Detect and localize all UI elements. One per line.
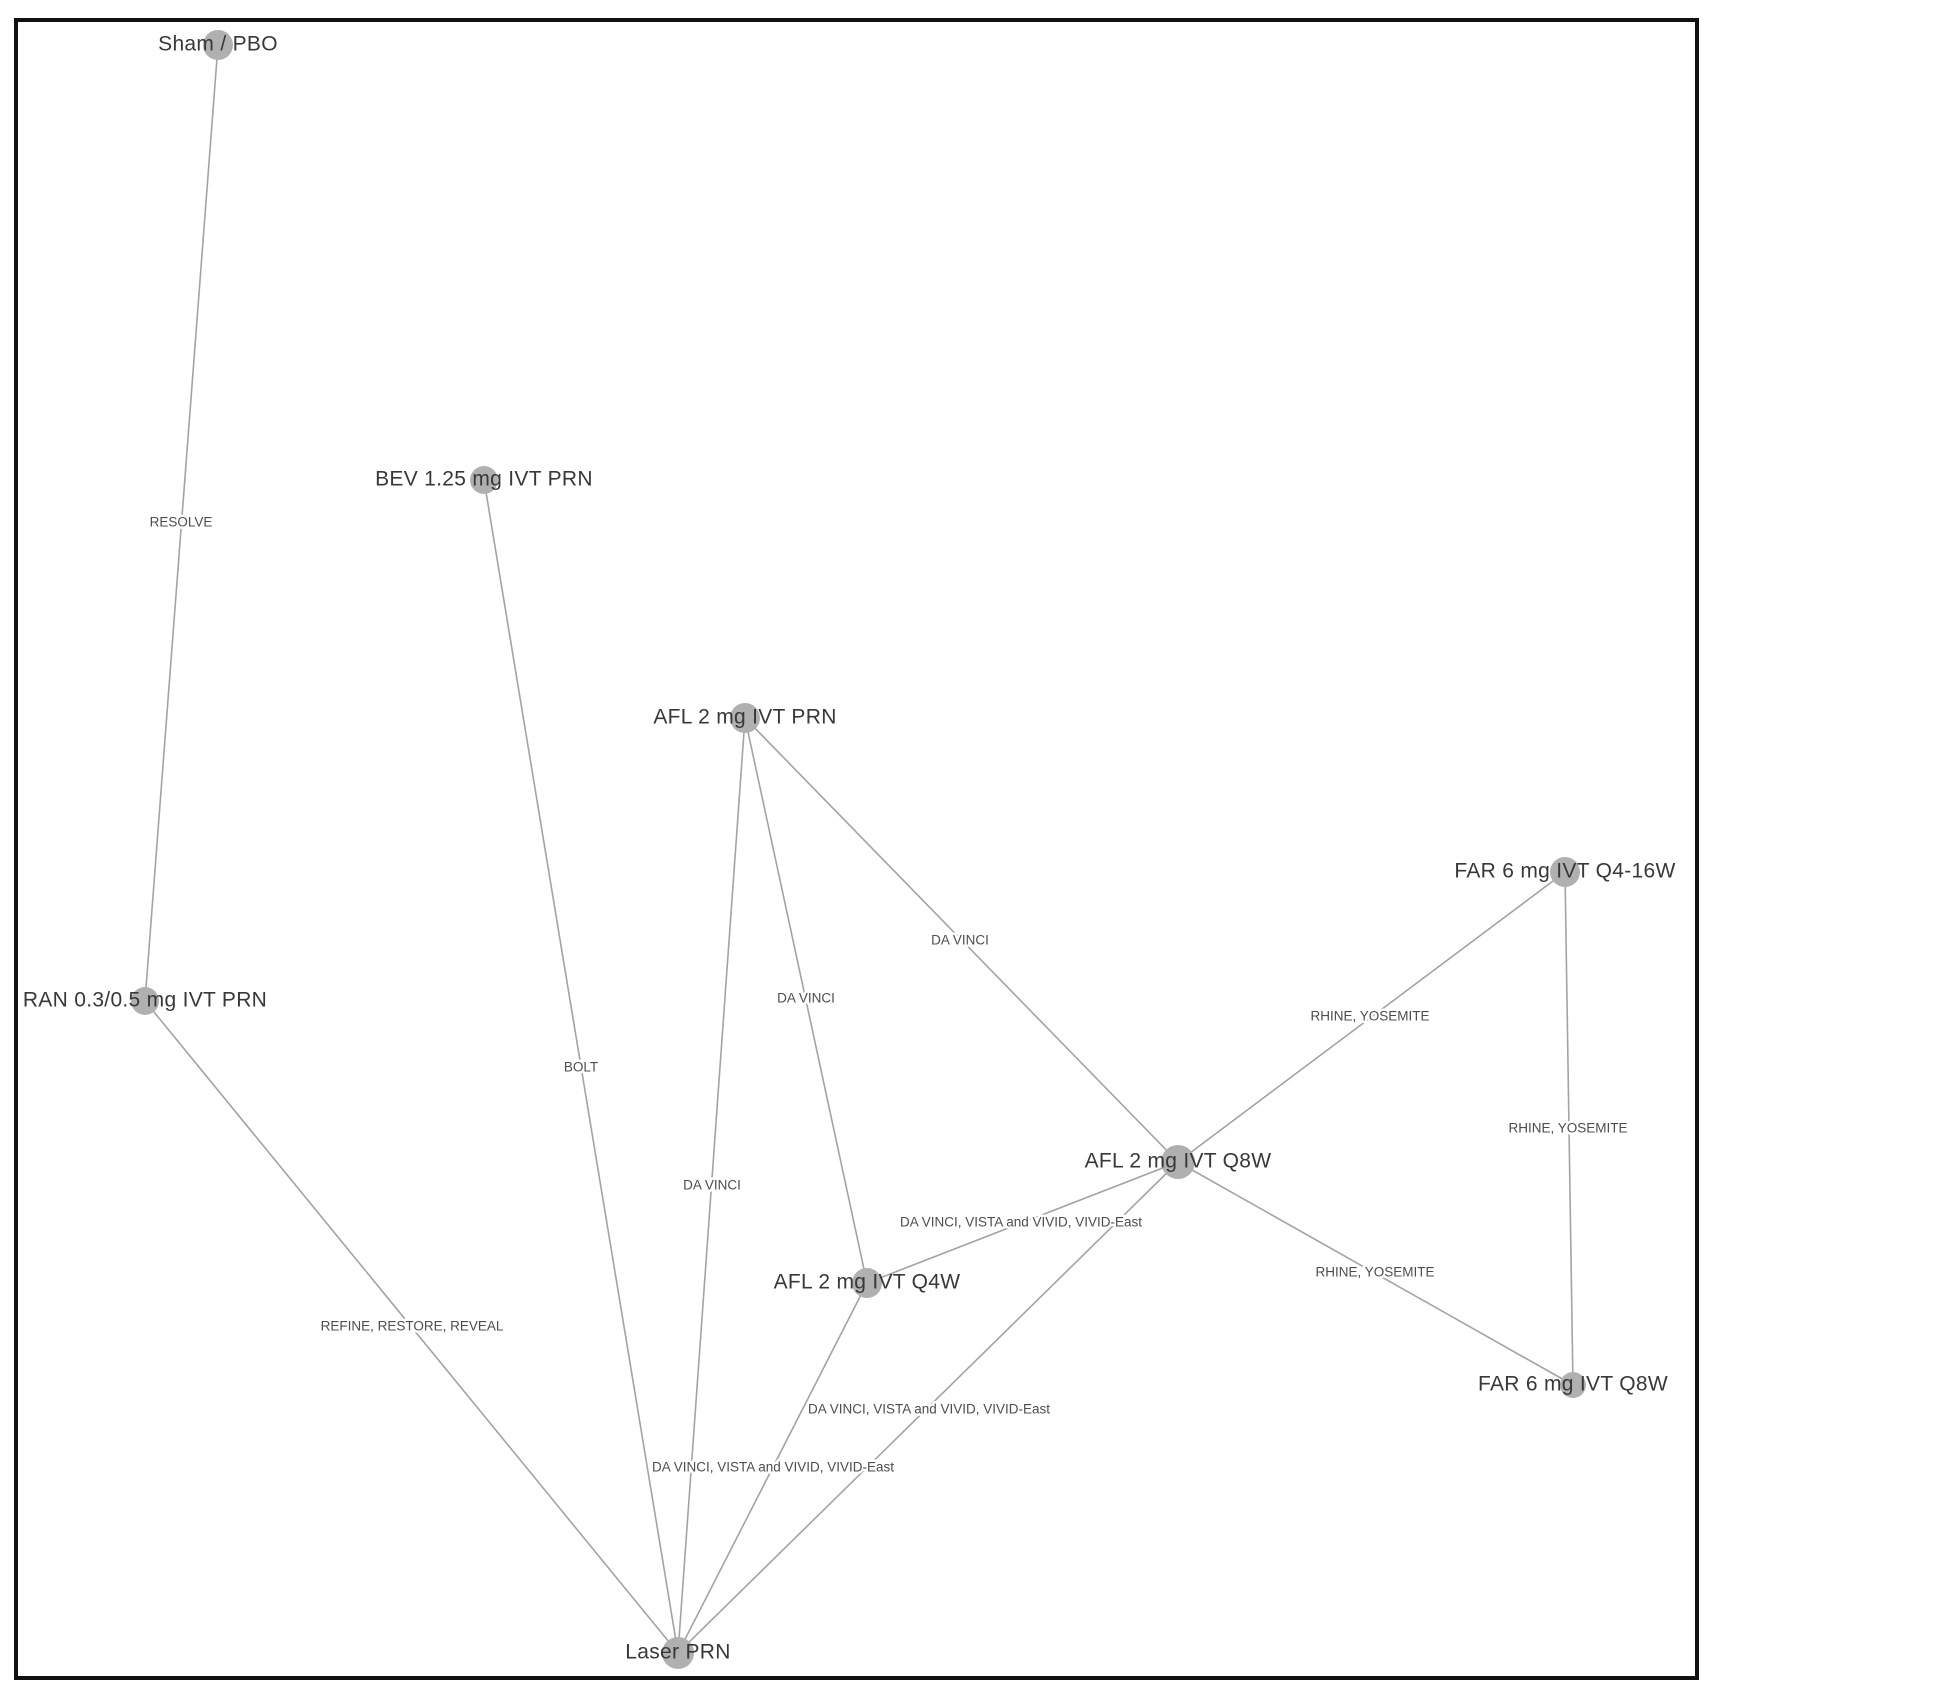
edge-label-bev-prn--laser-prn: BOLT bbox=[564, 1060, 598, 1075]
edge-afl-q8w--far-q4-16w bbox=[1177, 871, 1566, 1163]
edge-ran-prn--laser-prn bbox=[144, 1000, 679, 1654]
edge-label-sham-pbo--ran-prn: RESOLVE bbox=[150, 515, 213, 530]
node-afl-prn bbox=[730, 703, 760, 733]
edge-label-far-q4-16w--far-q8w: RHINE, YOSEMITE bbox=[1508, 1121, 1627, 1136]
edge-afl-q4w--afl-q8w bbox=[866, 1161, 1179, 1284]
edge-afl-prn--afl-q4w bbox=[744, 717, 868, 1284]
node-label-far-q4-16w: FAR 6 mg IVT Q4-16W bbox=[1454, 860, 1675, 883]
edge-label-afl-q4w--afl-q8w: DA VINCI, VISTA and VIVID, VIVID-East bbox=[900, 1215, 1142, 1230]
node-label-bev-prn: BEV 1.25 mg IVT PRN bbox=[375, 468, 593, 491]
edge-label-afl-prn--afl-q8w: DA VINCI bbox=[931, 933, 989, 948]
edge-label-ran-prn--laser-prn: REFINE, RESTORE, REVEAL bbox=[321, 1319, 504, 1334]
edge-label-afl-q8w--far-q8w: RHINE, YOSEMITE bbox=[1315, 1265, 1434, 1280]
edge-afl-prn--afl-q8w bbox=[744, 717, 1179, 1163]
edge-label-afl-q8w--far-q4-16w: RHINE, YOSEMITE bbox=[1310, 1009, 1429, 1024]
edge-layer bbox=[144, 44, 1574, 1654]
node-label-ran-prn: RAN 0.3/0.5 mg IVT PRN bbox=[23, 989, 267, 1012]
node-afl-q4w bbox=[852, 1268, 882, 1298]
node-label-laser-prn: Laser PRN bbox=[625, 1641, 730, 1664]
node-label-afl-q8w: AFL 2 mg IVT Q8W bbox=[1085, 1150, 1272, 1173]
edge-label-layer: RESOLVE BOLT DA VINCI DA VINCI DA VINCI DA VI… bbox=[147, 512, 1630, 1477]
node-ran-prn bbox=[131, 987, 159, 1015]
figure-frame bbox=[14, 18, 1699, 1680]
edge-label-afl-q8w--laser-prn: DA VINCI, VISTA and VIVID, VIVID-East bbox=[808, 1402, 1050, 1417]
edge-afl-prn--laser-prn bbox=[677, 717, 746, 1654]
figure-border bbox=[14, 18, 1699, 1680]
node-label-afl-prn: AFL 2 mg IVT PRN bbox=[653, 706, 836, 729]
node-layer bbox=[131, 30, 1586, 1669]
node-label-layer: Sham / PBO BEV 1.25 mg IVT PRN AFL 2 mg IV… bbox=[23, 33, 1675, 1664]
node-afl-q8w bbox=[1161, 1145, 1195, 1179]
edge-label-afl-q4w--laser-prn: DA VINCI, VISTA and VIVID, VIVID-East bbox=[652, 1460, 894, 1475]
node-label-sham-pbo: Sham / PBO bbox=[158, 33, 278, 56]
node-label-afl-q4w: AFL 2 mg IVT Q4W bbox=[774, 1271, 961, 1294]
node-label-far-q8w: FAR 6 mg IVT Q8W bbox=[1478, 1373, 1668, 1396]
edge-far-q4-16w--far-q8w bbox=[1564, 871, 1574, 1386]
node-sham-pbo bbox=[203, 30, 233, 60]
edge-afl-q8w--laser-prn bbox=[677, 1161, 1179, 1654]
edge-label-afl-prn--laser-prn: DA VINCI bbox=[683, 1178, 741, 1193]
edge-bev-prn--laser-prn bbox=[483, 479, 679, 1654]
edge-label-afl-prn--afl-q4w: DA VINCI bbox=[777, 991, 835, 1006]
node-far-q4-16w bbox=[1550, 857, 1580, 887]
edge-sham-pbo--ran-prn bbox=[144, 44, 219, 1002]
edge-afl-q8w--far-q8w bbox=[1177, 1161, 1574, 1386]
node-laser-prn bbox=[662, 1637, 694, 1669]
node-bev-prn bbox=[470, 466, 498, 494]
edge-afl-q4w--laser-prn bbox=[677, 1282, 868, 1654]
node-far-q8w bbox=[1560, 1372, 1586, 1398]
